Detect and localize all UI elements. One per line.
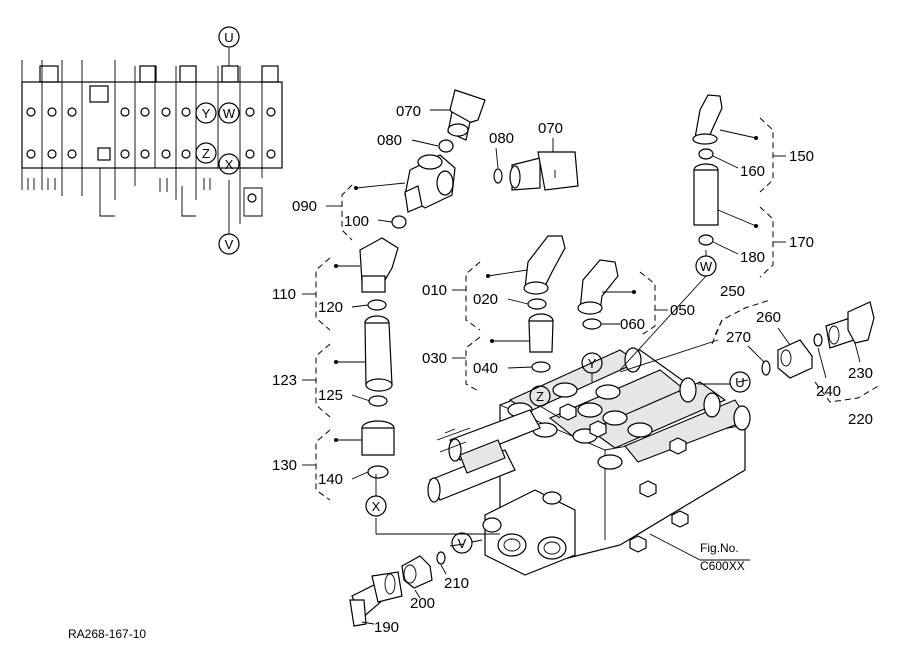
- inset-valve-view: [21, 48, 283, 234]
- label-270: 270: [726, 329, 751, 346]
- inset-marker-u-text: U: [224, 30, 233, 45]
- label-120: 120: [318, 299, 343, 316]
- fitting-group-090: [341, 89, 579, 241]
- label-080-left: 080: [377, 132, 402, 149]
- figure-number: Fig.No. C600XX: [700, 541, 745, 573]
- label-070-right: 070: [538, 120, 563, 137]
- inset-marker-x: X: [218, 153, 240, 175]
- label-220: 220: [848, 411, 873, 428]
- fitting-group-right: [692, 94, 774, 278]
- port-marker-w-text: W: [700, 259, 713, 274]
- port-marker-y-text: Y: [588, 356, 597, 371]
- inset-marker-u: U: [218, 26, 240, 48]
- inset-marker-v-text: V: [225, 237, 234, 252]
- part-labels: 070 080 080 070 090 100 110 120 123 125 …: [272, 103, 873, 636]
- control-valve-body: [427, 347, 751, 576]
- port-marker-z-text: Z: [536, 389, 544, 404]
- fitting-group-center: [465, 235, 656, 393]
- routing-lines: [375, 250, 749, 547]
- port-marker-v-text: V: [458, 536, 467, 551]
- port-markers: U V W X Y Z: [365, 255, 751, 554]
- fig-no-code: C600XX: [700, 559, 745, 573]
- inset-marker-y: Y: [195, 102, 217, 124]
- inset-marker-w: W: [218, 102, 240, 124]
- fitting-group-220: [711, 299, 881, 403]
- drawing-id: RA268-167-10: [68, 627, 146, 641]
- inset-markers: U Y W Z X V: [195, 26, 240, 255]
- port-marker-u: U: [729, 371, 751, 393]
- label-050: 050: [670, 302, 695, 319]
- label-090: 090: [292, 198, 317, 215]
- label-125: 125: [318, 387, 343, 404]
- fig-no-label: Fig.No.: [700, 541, 739, 555]
- inset-marker-x-text: X: [225, 157, 234, 172]
- port-marker-x: X: [365, 495, 387, 517]
- label-260: 260: [756, 309, 781, 326]
- label-230: 230: [848, 365, 873, 382]
- label-070-upper: 070: [396, 103, 421, 120]
- label-180: 180: [740, 249, 765, 266]
- port-marker-y: Y: [581, 352, 603, 374]
- leader-lines: [302, 109, 861, 625]
- label-040: 040: [473, 360, 498, 377]
- label-240: 240: [816, 383, 841, 400]
- label-110: 110: [272, 286, 296, 303]
- fitting-group-left: [315, 237, 399, 501]
- label-170: 170: [789, 234, 814, 251]
- label-250: 250: [720, 283, 745, 300]
- inset-marker-z-text: Z: [202, 146, 210, 161]
- label-080-right: 080: [489, 130, 514, 147]
- label-150: 150: [789, 148, 814, 165]
- label-210: 210: [444, 575, 469, 592]
- label-100: 100: [344, 213, 369, 230]
- port-marker-u-text: U: [735, 375, 744, 390]
- label-190: 190: [374, 619, 399, 636]
- port-marker-x-text: X: [372, 499, 381, 514]
- port-marker-z: Z: [529, 385, 551, 407]
- inset-marker-w-text: W: [223, 106, 236, 121]
- port-marker-w: W: [695, 255, 717, 277]
- port-marker-v: V: [451, 532, 473, 554]
- inset-marker-v: V: [218, 233, 240, 255]
- label-123: 123: [272, 372, 297, 389]
- label-060: 060: [620, 316, 645, 333]
- label-130: 130: [272, 457, 297, 474]
- inset-marker-z: Z: [195, 142, 217, 164]
- label-140: 140: [318, 471, 343, 488]
- label-030: 030: [422, 350, 447, 367]
- label-010: 010: [422, 282, 447, 299]
- label-200: 200: [410, 595, 435, 612]
- inset-marker-y-text: Y: [202, 106, 211, 121]
- label-160: 160: [740, 163, 765, 180]
- label-020: 020: [473, 291, 498, 308]
- fitting-group-190: [349, 551, 446, 627]
